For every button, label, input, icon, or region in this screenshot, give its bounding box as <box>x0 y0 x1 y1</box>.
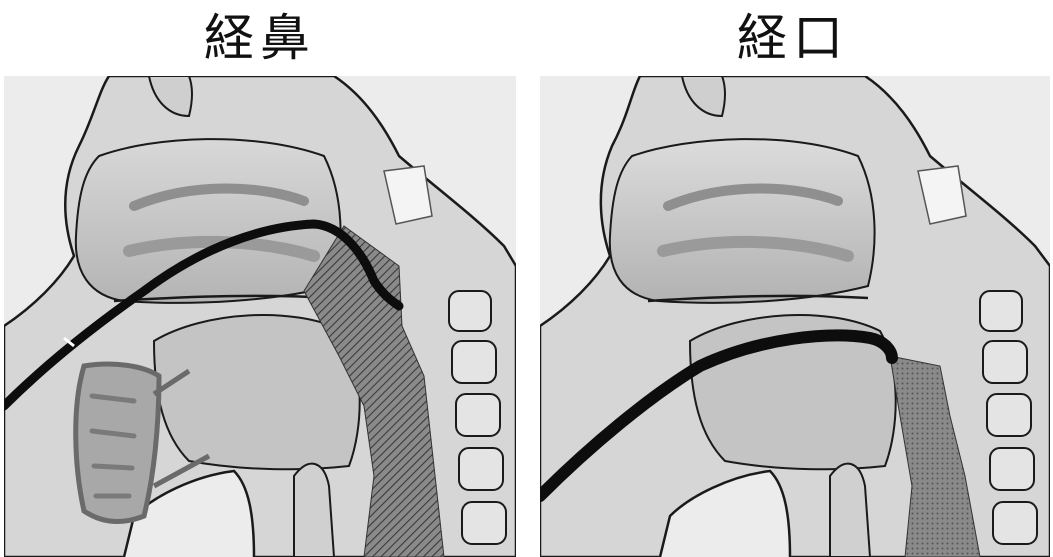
nasal-cavity <box>610 139 875 303</box>
sagittal-head-model-oral <box>540 76 1050 557</box>
transnasal-model-panel <box>4 76 516 557</box>
panel-title-transnasal: 経鼻 <box>0 4 520 72</box>
panel-title-transoral: 経口 <box>533 4 1053 72</box>
transoral-model-panel <box>540 76 1050 557</box>
sagittal-head-model-nasal <box>4 76 516 557</box>
